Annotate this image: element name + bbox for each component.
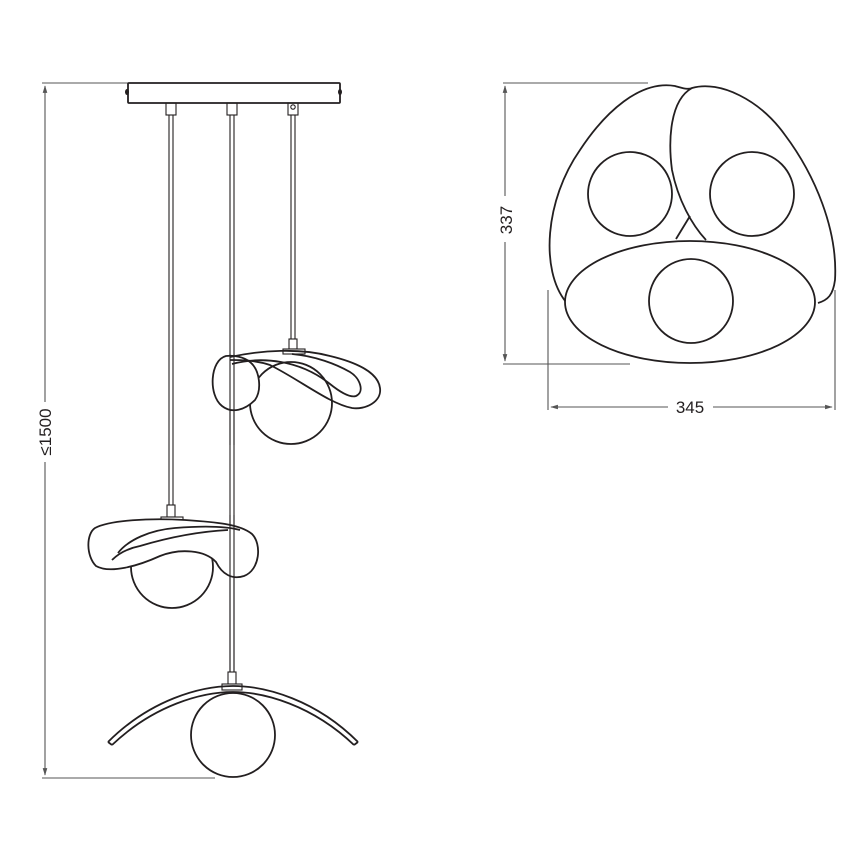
- height-label: ≤1500: [36, 408, 55, 455]
- canopy: [125, 82, 342, 116]
- shade-upper: [211, 338, 381, 445]
- bulb-right: [709, 151, 795, 237]
- depth-label: 337: [497, 206, 516, 234]
- bulb-left: [587, 151, 673, 237]
- shade-bottom: [107, 671, 359, 778]
- top-view: 337 345: [497, 82, 837, 417]
- width-dimension: 345: [547, 290, 836, 417]
- height-dimension: ≤1500: [36, 82, 215, 779]
- depth-dimension: 337: [497, 82, 648, 365]
- width-label: 345: [676, 398, 704, 417]
- side-view: ≤1500: [36, 82, 381, 779]
- bulb-bottom: [648, 258, 734, 344]
- shade-middle: [87, 504, 259, 690]
